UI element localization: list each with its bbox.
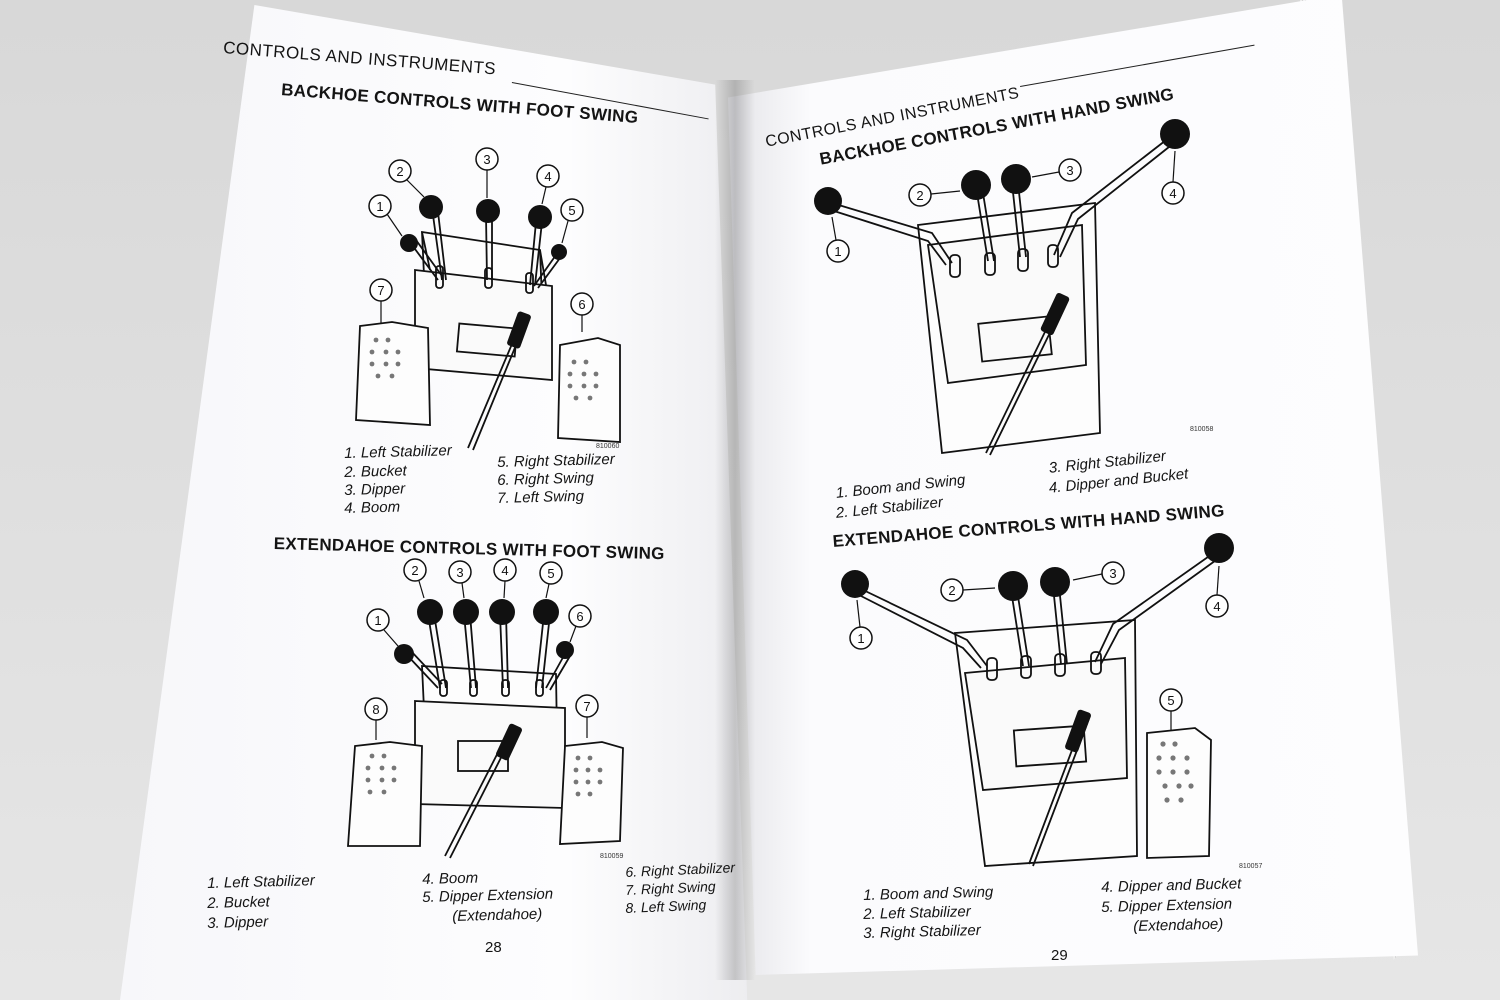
- right-page-number: 29: [1051, 947, 1068, 964]
- callout-4: 4: [1213, 599, 1220, 614]
- swing-grip: [507, 311, 531, 349]
- callout-5: 5: [547, 566, 554, 581]
- knob-3: [476, 199, 500, 223]
- figure-code: 810057: [1239, 863, 1262, 870]
- callout-1: 1: [834, 244, 841, 259]
- callout-2: 2: [396, 164, 403, 179]
- callout-2: 2: [948, 583, 955, 598]
- right-s2-legend-5b: (Extendahoe): [1133, 915, 1224, 935]
- left-s1-legend-7: 7. Left Swing: [497, 487, 585, 507]
- callout-2: 2: [411, 563, 418, 578]
- diagram-backhoe-foot-swing: 1 2 3 4 5 6 7 810060: [355, 147, 621, 451]
- knob-5: [551, 244, 567, 260]
- left-s1-legend-2: 2. Bucket: [344, 462, 407, 481]
- left-s2-legend-1: 1. Left Stabilizer: [207, 872, 315, 892]
- lever-knobs: [400, 195, 567, 349]
- callout-circles: [368, 147, 594, 316]
- callout-3: 3: [1066, 163, 1073, 178]
- diagram-backhoe-hand-swing: 1 2 3 4 810058: [814, 119, 1213, 456]
- left-s2-legend-5: 5. Dipper Extension: [422, 885, 554, 906]
- callout-leaders: [380, 170, 583, 332]
- book-spine-shadow: [715, 80, 755, 980]
- diagram-extendahoe-hand-swing: 1 2 3 4 5 810057: [841, 533, 1262, 870]
- callout-6: 6: [578, 297, 585, 312]
- figure-code: 810058: [1190, 426, 1213, 433]
- right-s2-legend-1: 1. Boom and Swing: [863, 883, 994, 904]
- callout-8: 8: [372, 702, 379, 717]
- figure-code: 810059: [600, 853, 623, 860]
- left-s1-legend-3: 3. Dipper: [344, 480, 406, 499]
- knob-4: [528, 205, 552, 229]
- left-s2-legend-2: 2. Bucket: [207, 893, 270, 912]
- callout-1: 1: [376, 199, 383, 214]
- callout-5: 5: [1167, 693, 1174, 708]
- knob-2: [419, 195, 443, 219]
- callout-2: 2: [916, 188, 923, 203]
- callout-3: 3: [1109, 566, 1116, 581]
- knob-1: [400, 234, 418, 252]
- callout-7: 7: [583, 699, 590, 714]
- callout-5: 5: [568, 203, 575, 218]
- callout-3: 3: [456, 565, 463, 580]
- callout-7: 7: [377, 283, 384, 298]
- right-s2-legend-3: 3. Right Stabilizer: [863, 921, 981, 942]
- callout-4: 4: [544, 169, 551, 184]
- left-page-number: 28: [485, 939, 502, 956]
- left-s1-legend-4: 4. Boom: [344, 498, 401, 517]
- callout-3: 3: [483, 152, 490, 167]
- callout-4: 4: [501, 563, 508, 578]
- right-s2-legend-2: 2. Left Stabilizer: [863, 903, 971, 923]
- callout-1: 1: [374, 613, 381, 628]
- figure-code: 810060: [596, 443, 619, 450]
- pedal-dots: [369, 337, 599, 401]
- callout-1: 1: [857, 631, 864, 646]
- callout-6: 6: [576, 609, 583, 624]
- diagram-extendahoe-foot-swing: 1 2 3 4 5 6 7 8 810059: [347, 558, 624, 860]
- left-s1-legend-6: 6. Right Swing: [497, 469, 595, 489]
- left-s2-legend-5b: (Extendahoe): [452, 905, 543, 925]
- callout-4: 4: [1169, 186, 1176, 201]
- left-s2-legend-4: 4. Boom: [422, 869, 479, 888]
- left-s2-legend-3: 3. Dipper: [207, 913, 269, 932]
- right-s2-legend-5: 5. Dipper Extension: [1101, 895, 1233, 916]
